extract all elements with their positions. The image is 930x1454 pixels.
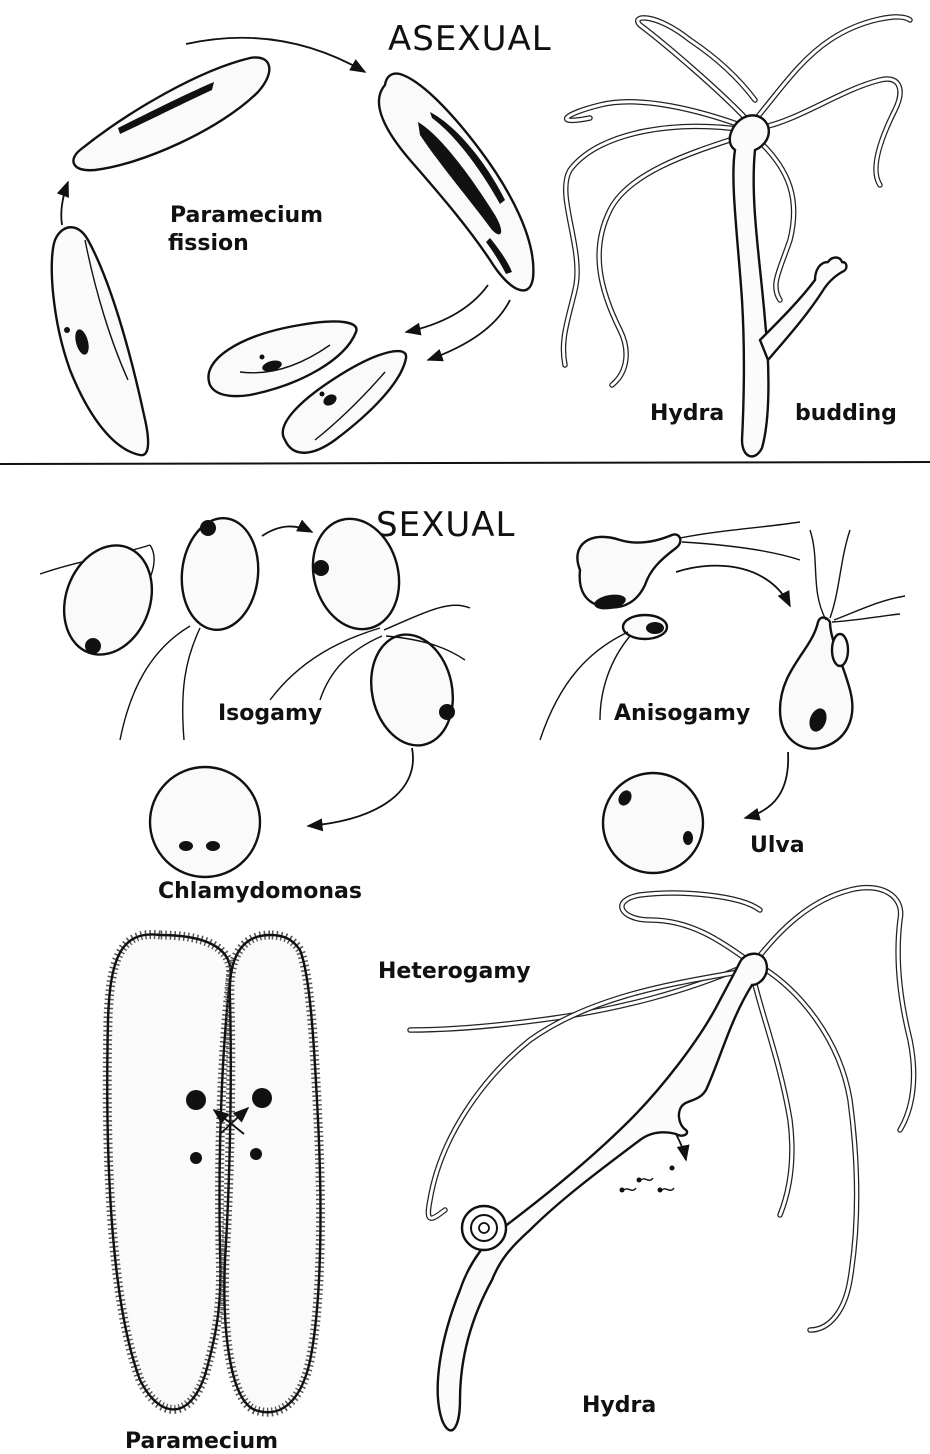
cycle-arrow-right-1 [406,285,488,332]
label-hydra-asexual: Hydra [650,401,724,426]
label-heterogamy: Heterogamy [378,959,531,984]
section-divider [0,462,930,464]
paramecium-cell-left [52,227,148,455]
isogamy-illustration [40,509,470,877]
anisogamy-illustration [540,522,905,873]
label-isogamy: Isogamy [218,701,322,726]
label-ulva: Ulva [750,833,805,858]
paramecium-cell-dividing [379,74,533,291]
label-hydra-sexual: Hydra [582,1393,656,1418]
sexual-heading: SEXUAL [376,505,515,545]
label-anisogamy: Anisogamy [614,701,750,726]
paramecium-fission-cycle [52,38,534,455]
cycle-arrow-right-2 [428,300,510,360]
label-paramecium: Paramecium [170,203,323,228]
label-budding: budding [795,401,897,426]
label-paramecium-sexual: Paramecium [125,1429,278,1454]
asexual-heading: ASEXUAL [388,19,552,59]
label-chlamydomonas: Chlamydomonas [158,879,362,904]
hydra-budding-illustration [563,17,910,456]
cycle-arrow-left [61,182,68,225]
cycle-arrow-top [186,38,365,72]
paramecium-conjugation-illustration [107,934,320,1412]
label-fission: fission [168,231,249,256]
paramecium-cell-top [73,57,269,170]
